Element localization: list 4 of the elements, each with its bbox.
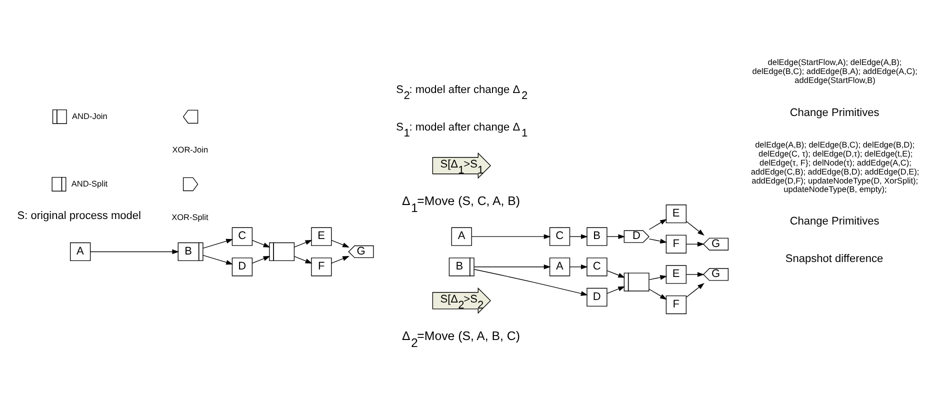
label: Change Primitives (790, 215, 880, 228)
label: S: original process model (17, 210, 141, 222)
label: Change Primitives (790, 106, 880, 118)
label: Snapshot difference (785, 252, 884, 264)
